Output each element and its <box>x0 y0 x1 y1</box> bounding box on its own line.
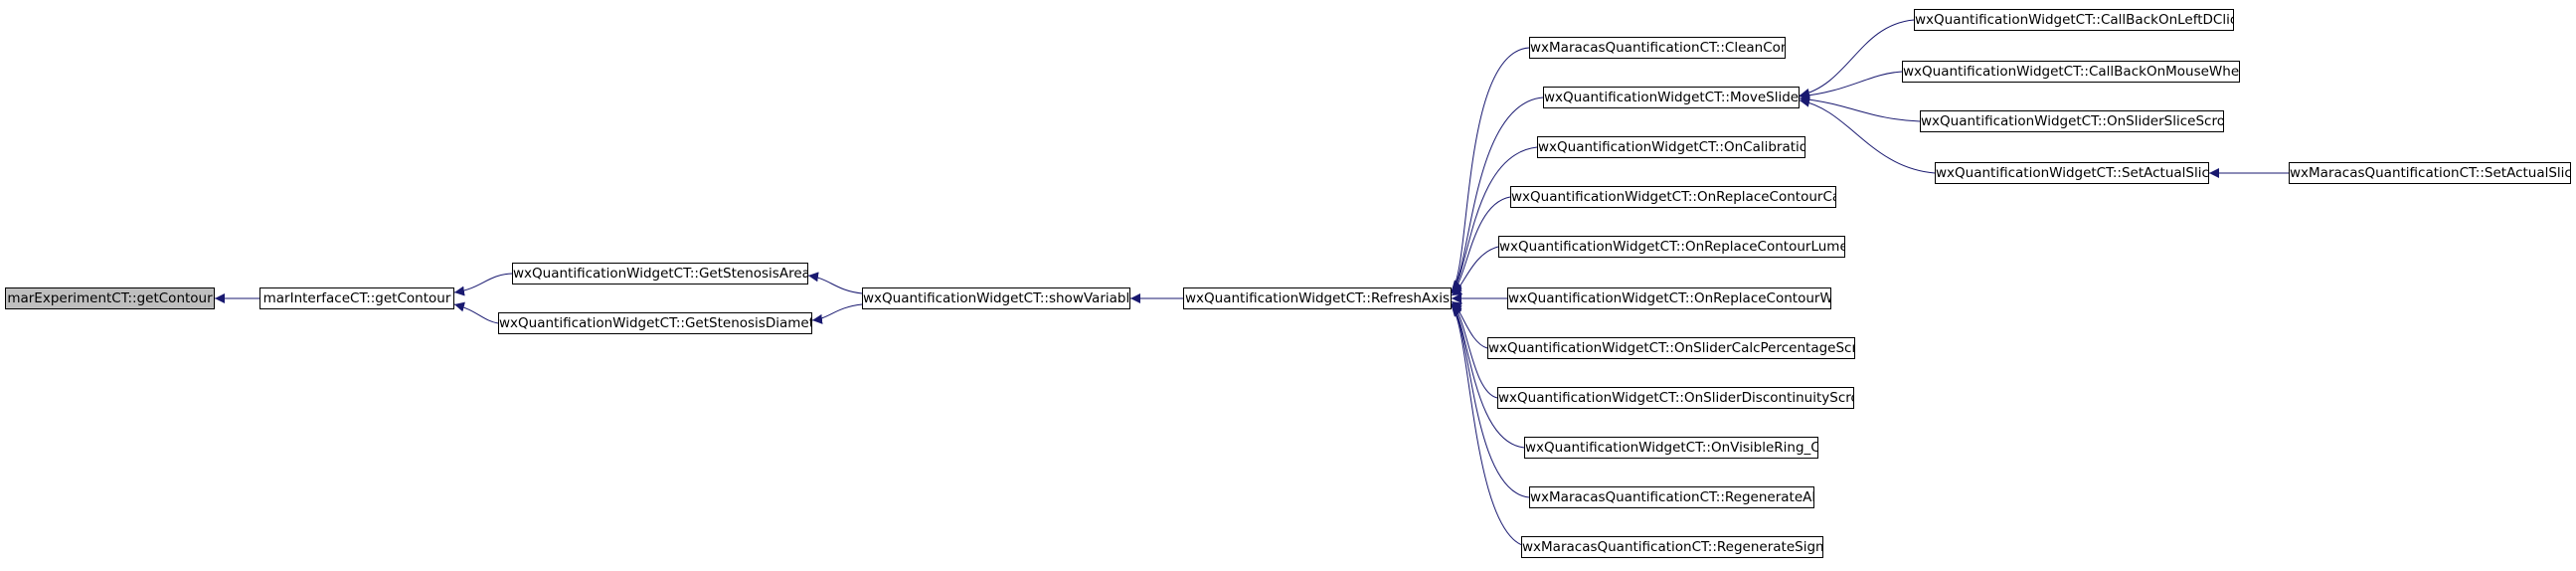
edge-n5-n16 <box>1451 305 1530 548</box>
node-marinterfacect-getcontour[interactable]: marInterfaceCT::getContour <box>259 287 454 309</box>
edge-n3-n4 <box>811 303 863 324</box>
node-setactualslice-maracas[interactable]: wxMaracasQuantificationCT::SetActualSlic… <box>2289 162 2571 184</box>
node-onslidercalcpercentagescroll[interactable]: wxQuantificationWidgetCT::OnSliderCalcPe… <box>1487 337 1855 359</box>
node-oncalibration[interactable]: wxQuantificationWidgetCT::OnCalibration <box>1537 136 1805 158</box>
node-setactualslice-widget[interactable]: wxQuantificationWidgetCT::SetActualSlice <box>1935 162 2209 184</box>
node-onslidersliceScroll[interactable]: wxQuantificationWidgetCT::OnSliderSliceS… <box>1920 110 2224 132</box>
edge-n2-n4 <box>807 272 863 294</box>
edge-n5-n7 <box>1451 96 1544 292</box>
node-marexperimentct-getcontour[interactable]: marExperimentCT::getContour <box>5 287 215 309</box>
node-getstenosisdiameter[interactable]: wxQuantificationWidgetCT::GetStenosisDia… <box>498 312 812 334</box>
edge-n7-n17 <box>1799 19 1915 98</box>
node-regenerateall[interactable]: wxMaracasQuantificationCT::RegenerateAll <box>1529 486 1814 508</box>
node-onsliderdiscontinuityscroll[interactable]: wxQuantificationWidgetCT::OnSliderDiscon… <box>1497 387 1854 409</box>
node-showvariables[interactable]: wxQuantificationWidgetCT::showVariables <box>862 287 1130 309</box>
edge-n5-n15 <box>1451 304 1530 498</box>
node-onreplacecontourwall[interactable]: wxQuantificationWidgetCT::OnReplaceConto… <box>1507 287 1831 309</box>
node-moveslider[interactable]: wxQuantificationWidgetCT::MoveSlider <box>1543 87 1800 108</box>
edge-n7-n19 <box>1799 95 1921 122</box>
edge-n7-n18 <box>1799 71 1903 100</box>
edge-n1-n3 <box>453 301 499 324</box>
node-onvisiblering-cb[interactable]: wxQuantificationWidgetCT::OnVisibleRing_… <box>1524 437 1818 459</box>
node-onreplacecontourlumen[interactable]: wxQuantificationWidgetCT::OnReplaceConto… <box>1498 236 1845 258</box>
edge-n7-n20 <box>1799 96 1936 174</box>
edge-n5-n12 <box>1451 300 1488 349</box>
edge-n5-n6 <box>1451 47 1530 291</box>
node-regeneratesignal[interactable]: wxMaracasQuantificationCT::RegenerateSig… <box>1521 536 1823 558</box>
node-cleancontours[interactable]: wxMaracasQuantificationCT::CleanContours <box>1529 37 1786 59</box>
node-refreshaxis[interactable]: wxQuantificationWidgetCT::RefreshAxis <box>1183 287 1452 309</box>
node-callbackonmousewheel[interactable]: wxQuantificationWidgetCT::CallBackOnMous… <box>1902 61 2240 83</box>
node-onreplacecontourcalc[interactable]: wxQuantificationWidgetCT::OnReplaceConto… <box>1510 186 1836 208</box>
edge-n1-n2 <box>453 273 513 296</box>
node-callbackonleftdclick[interactable]: wxQuantificationWidgetCT::CallBackOnLeft… <box>1914 9 2234 31</box>
node-getstenosisarea[interactable]: wxQuantificationWidgetCT::GetStenosisAre… <box>512 263 808 285</box>
edge-n5-n8 <box>1451 146 1538 293</box>
edge-n5-n10 <box>1451 246 1499 296</box>
